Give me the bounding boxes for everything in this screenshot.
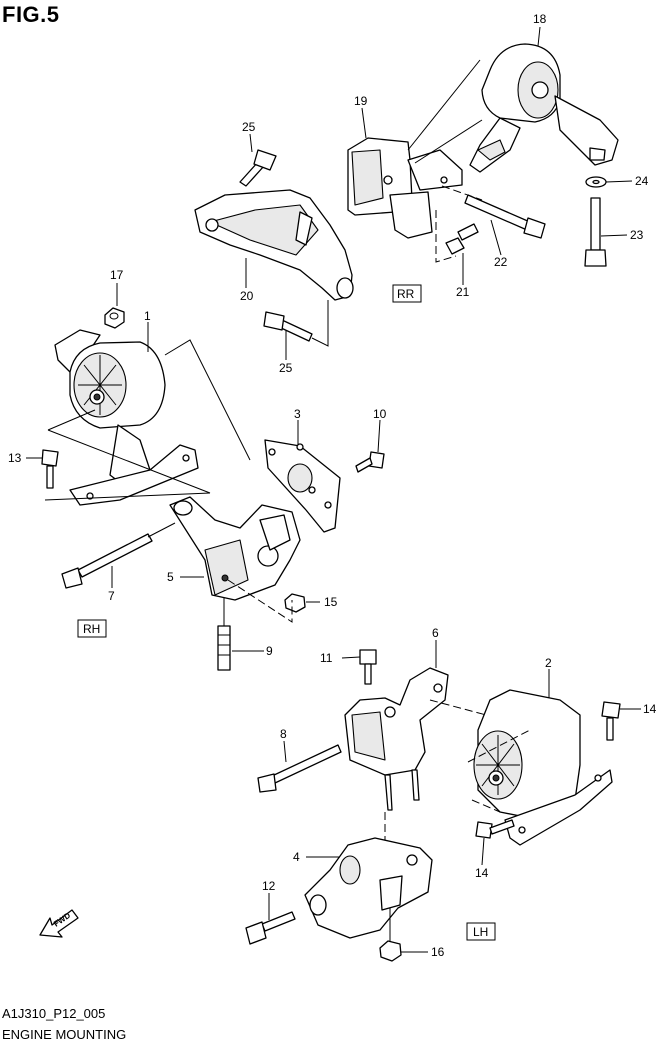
callout-14a: 14 [643, 702, 657, 716]
callout-12: 12 [262, 879, 276, 893]
region-label-rh: RH [77, 619, 107, 638]
region-label-lh: LH [466, 922, 496, 941]
svg-text:RR: RR [397, 287, 415, 301]
part-18-rear-mount [469, 43, 619, 173]
part-16-nut [379, 940, 402, 962]
part-6-bracket [344, 667, 449, 811]
callout-9: 9 [266, 644, 273, 658]
part-21-bolt [445, 223, 479, 255]
callout-11: 11 [320, 651, 333, 665]
callout-18: 18 [533, 12, 547, 26]
callout-6: 6 [432, 626, 439, 640]
svg-text:RH: RH [83, 622, 100, 636]
part-10-bolt [355, 451, 385, 473]
part-20-bracket [194, 189, 354, 301]
callout-22: 22 [494, 255, 508, 269]
part-25-lower-bolt [263, 311, 313, 342]
callout-7: 7 [108, 589, 115, 603]
callout-25a: 25 [242, 120, 256, 134]
part-14-bolt-lower [475, 819, 515, 839]
callout-leaders [26, 26, 641, 953]
part-1-rh-mount [54, 329, 199, 506]
part-3-plate [264, 439, 341, 533]
callout-1: 1 [144, 309, 151, 323]
part-19-rear-bracket [347, 137, 463, 239]
part-5-bracket [169, 496, 301, 601]
figure-title: FIG.5 [2, 2, 60, 27]
svg-text:LH: LH [473, 925, 488, 939]
callout-4: 4 [293, 850, 300, 864]
callout-14b: 14 [475, 866, 489, 880]
callout-13: 13 [8, 451, 22, 465]
figure-name: ENGINE MOUNTING [2, 1027, 127, 1042]
part-12-bolt [245, 911, 296, 945]
callout-24: 24 [635, 174, 649, 188]
callout-19: 19 [354, 94, 368, 108]
callout-20: 20 [240, 289, 254, 303]
part-22-bolt [464, 194, 546, 239]
part-14-bolt-right [601, 701, 621, 741]
callout-8: 8 [280, 727, 287, 741]
callout-17: 17 [110, 268, 124, 282]
callout-3: 3 [294, 407, 301, 421]
callout-15: 15 [324, 595, 338, 609]
part-11-bolt [359, 649, 377, 685]
part-15-nut [284, 593, 306, 613]
part-24-washer [585, 176, 607, 188]
callout-23: 23 [630, 228, 644, 242]
callout-21: 21 [456, 285, 470, 299]
callout-10: 10 [373, 407, 387, 421]
part-25-upper-bolt [239, 149, 277, 187]
part-8-bolt [257, 744, 342, 793]
part-7-bolt [61, 533, 153, 589]
part-2-lh-mount [473, 689, 613, 846]
region-label-rr: RR [392, 284, 422, 303]
part-4-bracket [304, 837, 433, 939]
callout-5: 5 [167, 570, 174, 584]
callout-2: 2 [545, 656, 552, 670]
callout-16: 16 [431, 945, 445, 959]
figure-code: A1J310_P12_005 [2, 1006, 106, 1021]
part-17-nut [104, 307, 125, 329]
part-23-bolt [584, 197, 607, 267]
fwd-arrow-icon: FWD [39, 909, 79, 938]
callout-25b: 25 [279, 361, 293, 375]
part-13-bolt [41, 449, 59, 489]
part-9-stud [217, 625, 231, 671]
